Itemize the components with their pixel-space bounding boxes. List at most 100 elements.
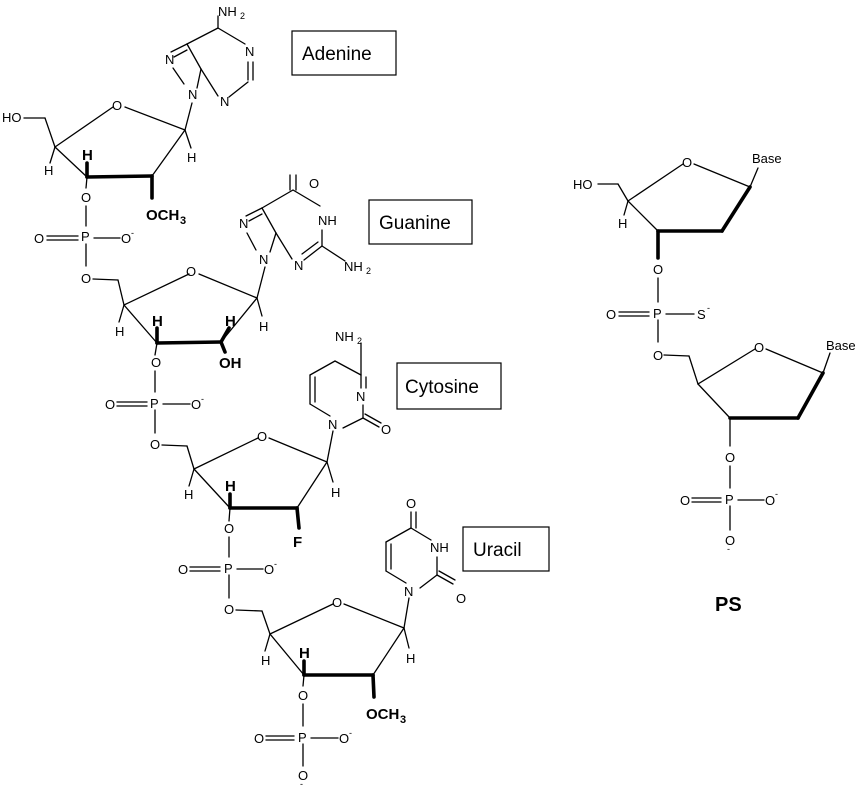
svg-text:O: O: [653, 348, 663, 363]
svg-text:O: O: [254, 731, 264, 746]
svg-text:-: -: [300, 779, 303, 789]
label-cytosine: Cytosine: [396, 362, 502, 410]
svg-text:3: 3: [400, 714, 406, 726]
svg-text:O: O: [725, 533, 735, 548]
svg-text:2: 2: [366, 266, 371, 276]
svg-text:H: H: [225, 478, 236, 495]
svg-text:O: O: [725, 450, 735, 465]
svg-text:-: -: [775, 489, 778, 499]
svg-text:NH: NH: [218, 4, 237, 19]
svg-text:Adenine: Adenine: [302, 44, 372, 65]
svg-text:H: H: [225, 313, 236, 330]
svg-text:O: O: [81, 271, 91, 286]
svg-text:H: H: [115, 324, 124, 339]
svg-text:O: O: [339, 731, 349, 746]
svg-text:N: N: [328, 417, 337, 432]
svg-text:OH: OH: [219, 355, 242, 372]
svg-text:NH: NH: [344, 259, 363, 274]
svg-text:F: F: [293, 534, 302, 551]
svg-text:N: N: [245, 44, 254, 59]
svg-text:H: H: [406, 651, 415, 666]
svg-text:Base: Base: [752, 151, 782, 166]
svg-text:O: O: [186, 264, 196, 279]
svg-text:H: H: [152, 313, 163, 330]
svg-text:-: -: [274, 559, 277, 569]
svg-text:O: O: [606, 307, 616, 322]
svg-text:2: 2: [240, 11, 245, 21]
svg-text:HO: HO: [573, 177, 593, 192]
svg-text:O: O: [34, 231, 44, 246]
nucleotide-guanosine: O H H H OH H N N O NH NH 2 N: [115, 174, 371, 372]
svg-text:NH: NH: [335, 329, 354, 344]
svg-text:N: N: [165, 52, 174, 67]
svg-text:N: N: [239, 216, 248, 231]
svg-text:-: -: [201, 394, 204, 404]
svg-text:NH: NH: [430, 540, 449, 555]
svg-text:H: H: [187, 150, 196, 165]
svg-text:N: N: [356, 389, 365, 404]
svg-text:-: -: [707, 303, 710, 313]
label-guanine: Guanine: [368, 199, 473, 245]
svg-text:O: O: [680, 493, 690, 508]
svg-text:O: O: [257, 429, 267, 444]
label-adenine: Adenine: [291, 30, 397, 76]
nucleotide-cytidine: O H H F H N NH 2 N O: [184, 329, 391, 551]
phosphate-linker-3: O P O O - O: [178, 507, 277, 617]
svg-text:O: O: [112, 98, 122, 113]
svg-text:2: 2: [357, 336, 362, 346]
svg-text:O: O: [682, 155, 692, 170]
label-ps: PS: [715, 594, 742, 616]
svg-text:P: P: [150, 396, 159, 411]
nucleotide-uridine: O H H OCH 3 H N O NH O: [261, 496, 466, 726]
svg-text:O: O: [381, 422, 391, 437]
svg-text:O: O: [653, 262, 663, 277]
svg-text:H: H: [259, 319, 268, 334]
svg-text:Guanine: Guanine: [379, 213, 451, 234]
svg-text:P: P: [81, 229, 90, 244]
svg-text:O: O: [298, 768, 308, 783]
svg-text:HO: HO: [2, 110, 22, 125]
svg-text:S: S: [697, 307, 706, 322]
svg-text:-: -: [727, 544, 730, 554]
svg-text:3: 3: [180, 215, 186, 227]
phosphate-linker-2: O P O O - O: [105, 342, 204, 452]
svg-text:O: O: [191, 397, 201, 412]
ps-dinucleotide: O HO H Base O P O S - O O Base O P O O -…: [573, 151, 856, 554]
svg-text:O: O: [105, 397, 115, 412]
svg-text:O: O: [178, 562, 188, 577]
svg-text:O: O: [264, 562, 274, 577]
svg-text:O: O: [298, 688, 308, 703]
svg-text:Cytosine: Cytosine: [405, 377, 479, 398]
svg-text:H: H: [184, 487, 193, 502]
nucleotide-adenosine: O HO H H OCH 3 H N N NH 2 N N: [2, 4, 254, 227]
svg-text:N: N: [259, 252, 268, 267]
svg-text:O: O: [332, 595, 342, 610]
svg-text:H: H: [618, 216, 627, 231]
svg-text:N: N: [404, 584, 413, 599]
svg-text:Uracil: Uracil: [473, 540, 522, 561]
svg-text:O: O: [81, 190, 91, 205]
svg-text:H: H: [82, 147, 93, 164]
svg-text:OCH: OCH: [366, 706, 399, 723]
label-uracil: Uracil: [462, 526, 550, 572]
svg-text:O: O: [456, 591, 466, 606]
svg-text:O: O: [754, 340, 764, 355]
svg-text:-: -: [349, 728, 352, 738]
svg-text:P: P: [653, 306, 662, 321]
svg-text:Base: Base: [826, 338, 856, 353]
svg-text:O: O: [150, 437, 160, 452]
svg-text:P: P: [298, 730, 307, 745]
svg-text:H: H: [44, 163, 53, 178]
svg-text:OCH: OCH: [146, 207, 179, 224]
svg-text:N: N: [220, 94, 229, 109]
svg-text:N: N: [294, 258, 303, 273]
svg-text:NH: NH: [318, 213, 337, 228]
svg-text:H: H: [261, 653, 270, 668]
svg-text:O: O: [151, 355, 161, 370]
phosphate-terminal: O P O O - O -: [254, 674, 352, 789]
svg-text:-: -: [131, 228, 134, 238]
svg-text:P: P: [725, 492, 734, 507]
svg-text:O: O: [224, 521, 234, 536]
svg-text:P: P: [224, 561, 233, 576]
